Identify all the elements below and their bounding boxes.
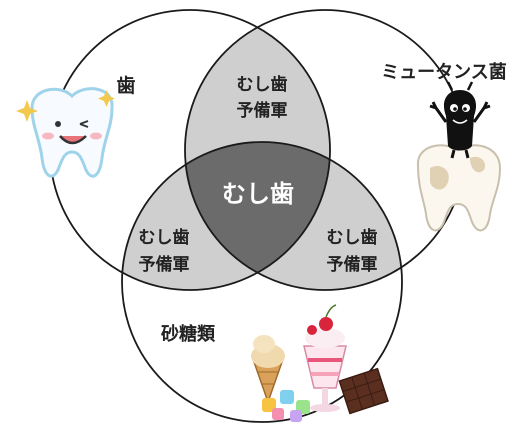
label-right-2: 予備軍	[327, 254, 378, 275]
label-left-2: 予備軍	[139, 254, 190, 275]
label-top-2: 予備軍	[237, 100, 288, 121]
smiling-tooth-icon	[16, 87, 115, 178]
sweets-icon	[251, 304, 389, 422]
label-sugar: 砂糖類	[161, 323, 216, 345]
label-center: むし歯	[222, 180, 294, 208]
label-left-1: むし歯	[139, 227, 190, 248]
label-bacteria: ミュータンス菌	[381, 62, 507, 83]
label-top-1: むし歯	[237, 74, 288, 95]
label-right-1: むし歯	[327, 227, 378, 248]
germ-decayed-tooth-icon	[416, 81, 502, 232]
label-tooth: 歯	[116, 74, 135, 97]
circle-sugar	[121, 141, 403, 423]
